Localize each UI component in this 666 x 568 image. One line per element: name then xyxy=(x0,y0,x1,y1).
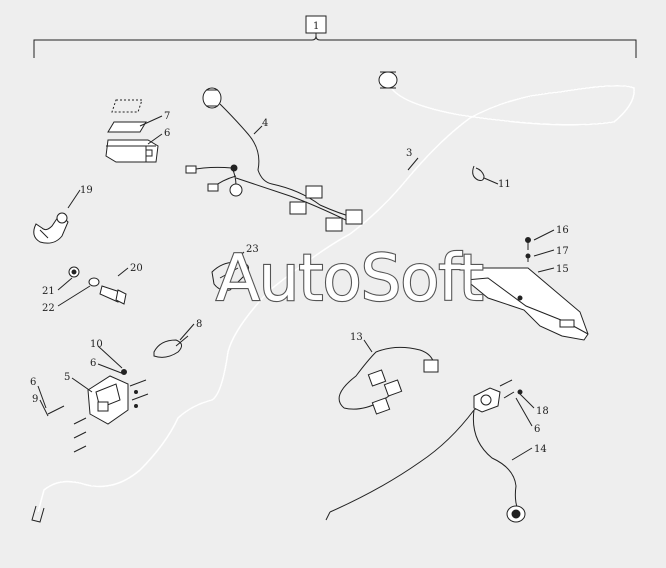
callout-23: 23 xyxy=(246,244,259,255)
leader-22 xyxy=(57,285,91,307)
leader-18 xyxy=(519,393,535,409)
main-harness-3 xyxy=(31,71,635,523)
callout-20: 20 xyxy=(130,263,143,274)
callout-9: 6 xyxy=(164,128,170,139)
callout-19: 19 xyxy=(80,185,93,196)
callout-11: 11 xyxy=(498,179,511,190)
leader-17 xyxy=(533,249,555,257)
leader-10 xyxy=(139,115,163,127)
bracket-left xyxy=(33,33,317,58)
harness-13 xyxy=(338,346,439,415)
callout-16: 16 xyxy=(556,225,569,236)
leader-11 xyxy=(483,177,499,185)
leader-13 xyxy=(363,339,373,353)
callout-17: 17 xyxy=(556,246,569,257)
callout-5: 5 xyxy=(64,372,70,383)
leader-6a xyxy=(97,363,125,375)
leader-6b xyxy=(37,385,47,409)
callout-6b: 6 xyxy=(30,377,36,388)
callout-14: 14 xyxy=(534,444,547,455)
callout-12: 8 xyxy=(196,319,202,330)
sensor-11 xyxy=(472,165,485,181)
leader-7 xyxy=(39,399,49,417)
callout-8: 10 xyxy=(90,339,103,350)
clamp-19 xyxy=(33,212,69,244)
callout-18: 18 xyxy=(536,406,549,417)
fasteners-20-22 xyxy=(68,266,127,305)
leader-14 xyxy=(511,447,533,461)
leader-3 xyxy=(407,157,419,171)
callout-6c: 6 xyxy=(534,424,540,435)
leader-23 xyxy=(233,251,245,263)
assembly-box-label: 1 xyxy=(313,21,319,32)
leader-15 xyxy=(537,267,555,273)
leader-6c xyxy=(515,397,533,427)
leader-20 xyxy=(117,267,129,277)
callout-15: 15 xyxy=(556,264,569,275)
leader-4 xyxy=(253,125,263,135)
leader-12 xyxy=(179,323,195,341)
grommet xyxy=(378,71,398,89)
leader-5 xyxy=(71,377,93,393)
callout-7: 9 xyxy=(32,394,38,405)
leader-21 xyxy=(57,277,73,291)
callout-6a: 6 xyxy=(90,358,96,369)
control-module-9 xyxy=(105,99,159,163)
assembly-bracket: 1 xyxy=(33,15,637,58)
callout-3: 3 xyxy=(406,148,412,159)
strap-23 xyxy=(211,261,250,291)
plate-15 xyxy=(463,237,589,341)
bracket-5 xyxy=(47,369,149,453)
callout-4: 4 xyxy=(262,118,268,129)
callout-10: 7 xyxy=(164,111,170,122)
leader-8 xyxy=(97,345,123,369)
leader-9 xyxy=(147,133,163,145)
cable-tie-12 xyxy=(153,335,189,358)
wiring-harness-4 xyxy=(185,87,363,232)
harness-14 xyxy=(325,379,526,523)
leader-19 xyxy=(67,189,81,209)
callout-21: 21 xyxy=(42,286,55,297)
callout-13: 13 xyxy=(350,332,363,343)
bracket-right xyxy=(315,33,637,58)
callout-22: 22 xyxy=(42,303,55,314)
leader-16 xyxy=(533,229,555,241)
watermark: AutoSoft xyxy=(216,242,483,316)
